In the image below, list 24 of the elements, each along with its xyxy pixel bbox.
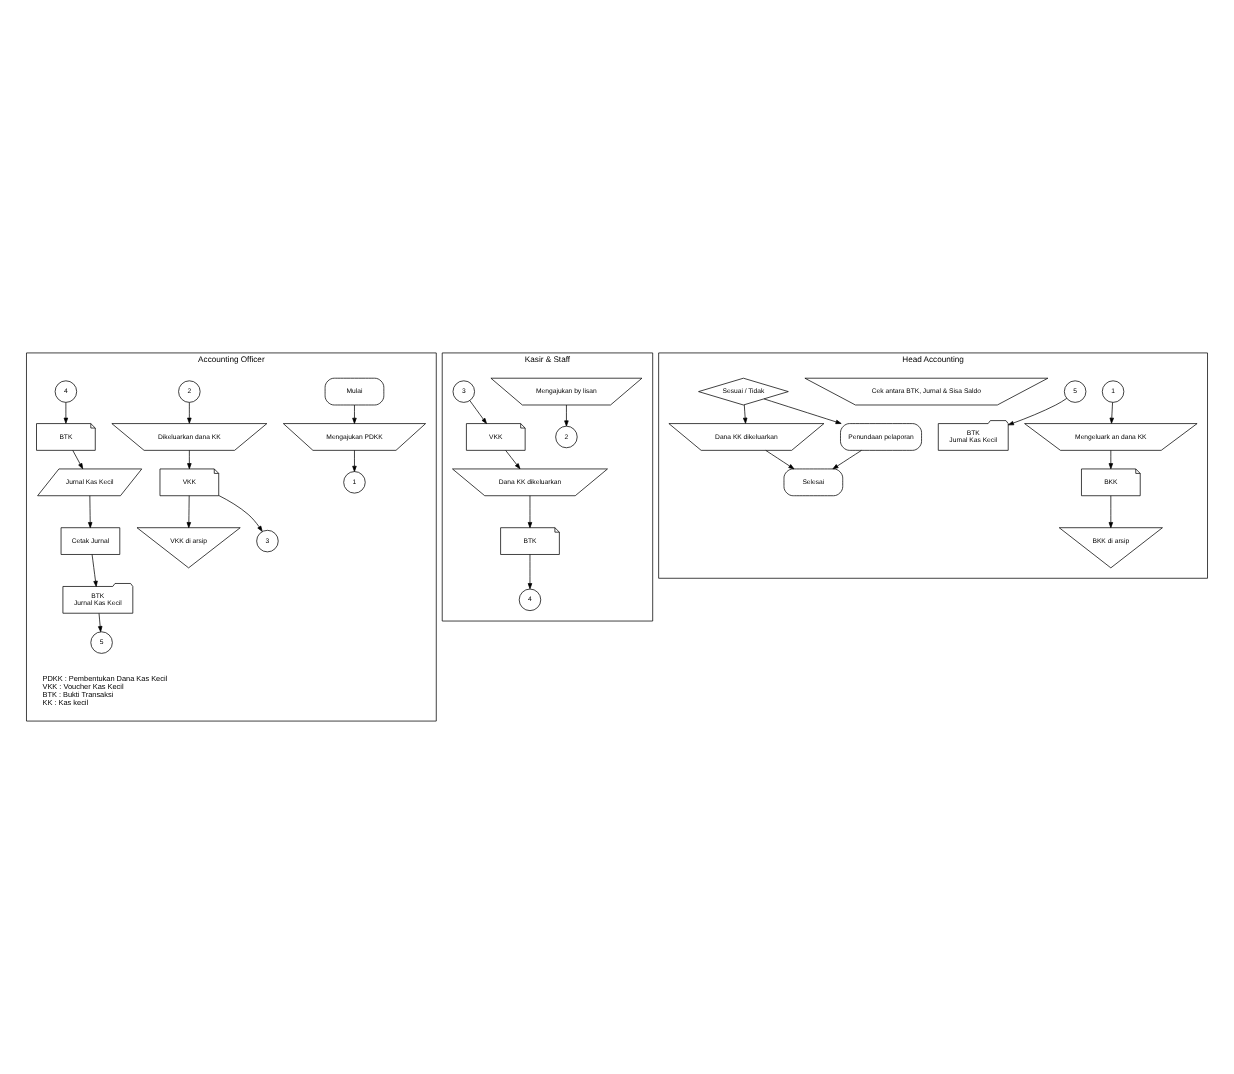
arrow xyxy=(765,450,795,470)
arrow xyxy=(91,554,98,587)
arrow xyxy=(98,613,103,633)
arrow xyxy=(469,400,487,424)
arrow xyxy=(1108,450,1114,470)
arrow xyxy=(186,495,192,529)
arrow xyxy=(505,450,521,470)
arrow xyxy=(187,402,192,424)
arrow xyxy=(88,495,93,529)
arrow xyxy=(743,404,748,424)
arrow xyxy=(63,402,69,424)
arrow xyxy=(763,398,842,425)
arrow xyxy=(72,450,84,470)
arrow xyxy=(187,450,192,470)
arrow xyxy=(1109,402,1114,424)
arrow xyxy=(352,404,357,424)
arrow xyxy=(527,495,533,529)
arrow xyxy=(1108,495,1114,529)
arrow xyxy=(1007,398,1068,426)
arrow xyxy=(527,554,533,590)
arrow xyxy=(832,450,862,470)
arrow xyxy=(218,495,263,532)
arrow xyxy=(564,404,569,427)
arrow xyxy=(352,450,357,472)
